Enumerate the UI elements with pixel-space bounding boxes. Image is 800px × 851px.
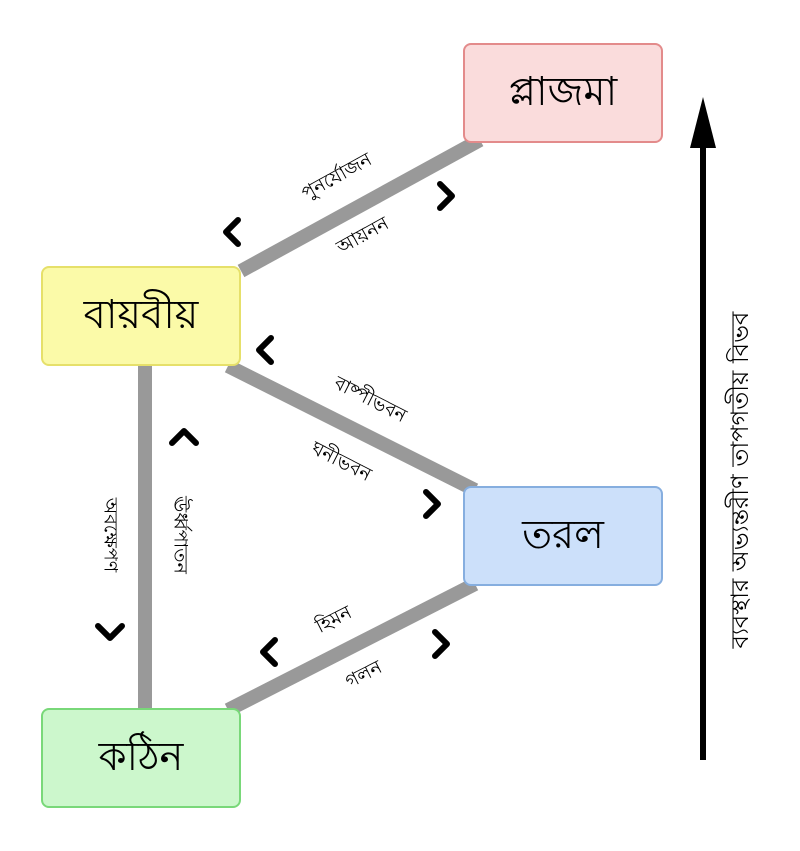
chevron-ionization-icon bbox=[437, 181, 455, 211]
chevron-sublimation-icon bbox=[169, 428, 199, 446]
state-liquid-label: তরল bbox=[522, 511, 604, 558]
energy-axis-label: ব্যবস্থার অভ্যন্তরীণ তাপগতীয় বিভব bbox=[726, 311, 754, 649]
state-gas-label: বায়বীয় bbox=[83, 291, 199, 338]
connector-gas-liquid bbox=[224, 359, 479, 497]
state-plasma: প্লাজমা bbox=[463, 43, 663, 143]
chevron-melting-icon bbox=[432, 629, 450, 659]
state-liquid: তরল bbox=[463, 486, 663, 586]
connector-gas-plasma bbox=[237, 133, 484, 278]
state-plasma-label: প্লাজমা bbox=[508, 68, 618, 115]
chevron-freezing-icon bbox=[260, 637, 278, 667]
chevron-recombination-icon bbox=[223, 217, 241, 247]
label-deposition: অবক্ষেপণ bbox=[99, 497, 122, 573]
chevron-deposition-icon bbox=[95, 623, 125, 641]
state-gas: বায়বীয় bbox=[41, 266, 241, 366]
chevron-condensation-icon bbox=[423, 489, 441, 519]
state-solid: কঠিন bbox=[41, 708, 241, 808]
chevron-vaporization-icon bbox=[256, 335, 274, 365]
label-sublimation: ঊর্ধ্বপাতন bbox=[169, 496, 192, 574]
energy-axis-arrowhead-icon bbox=[690, 97, 716, 148]
connector-solid-liquid bbox=[224, 577, 479, 717]
state-solid-label: কঠিন bbox=[98, 733, 184, 780]
